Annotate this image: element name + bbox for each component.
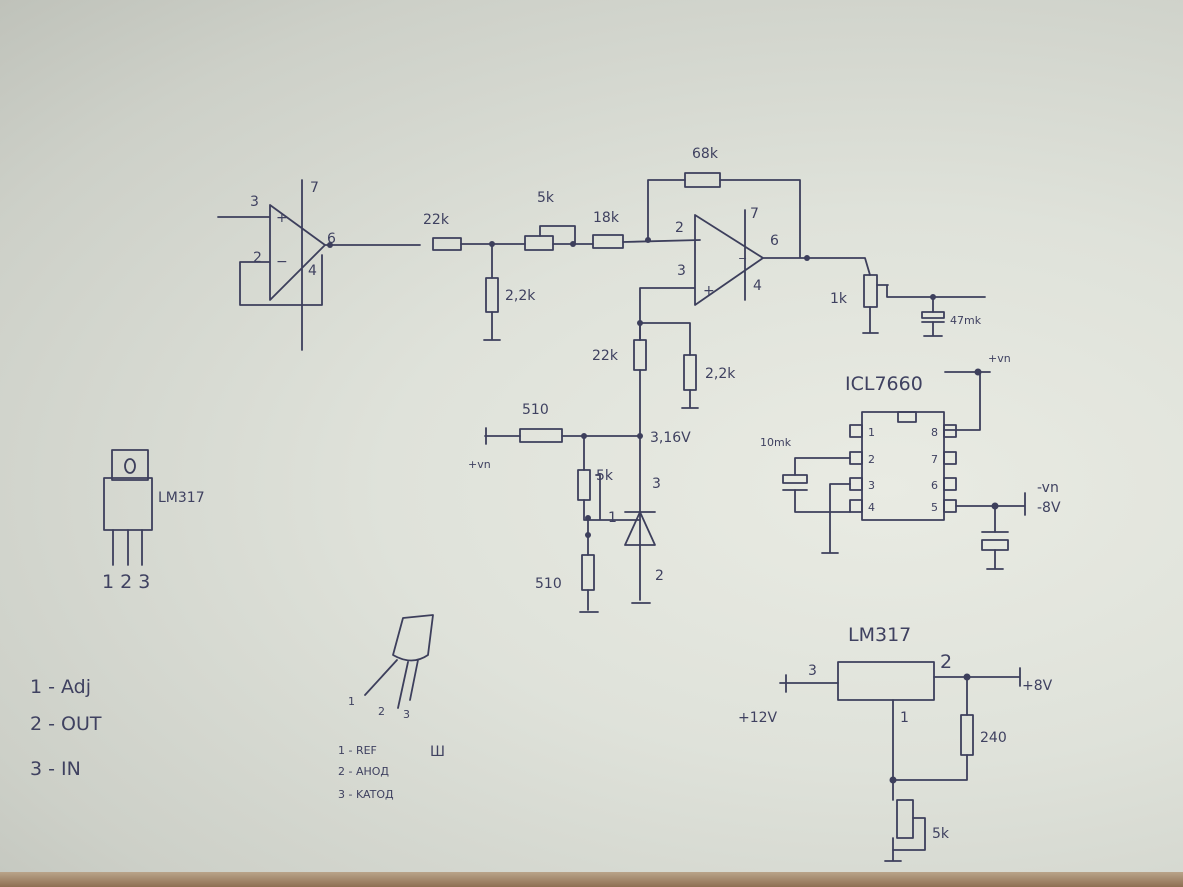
pot-label: 5k (537, 190, 555, 206)
pin-label: 7 (310, 180, 319, 196)
pin-legend: 2 - AHOД (338, 765, 389, 778)
pin-label: 7 (750, 206, 759, 222)
icl7660: ICL7660 +vn 1 2 3 4 8 7 6 5 10mk -vn -8V (760, 352, 1061, 570)
minus-label: − (276, 254, 288, 270)
pot-label: 5k (932, 826, 950, 842)
pin-label: 3 (868, 479, 875, 492)
plus-label: + (276, 210, 288, 226)
pot-label: 5k (596, 468, 614, 484)
resistor-label: 510 (522, 402, 549, 418)
resistor-label: 240 (980, 730, 1007, 746)
pin-legend: 2 - OUT (30, 713, 102, 735)
pin-label: 1 (348, 695, 355, 708)
pin-label: 6 (327, 231, 336, 247)
resistor-label: 68k (692, 146, 719, 162)
tl431-package: 1 2 3 1 - REF 2 - AHOД 3 - KATOД Ш (338, 614, 445, 801)
supply-label: -vn (1037, 480, 1059, 496)
pin-label: 2 (868, 453, 875, 466)
resistor-label: 22k (423, 212, 450, 228)
output-filter: 1k 47mk (830, 274, 986, 337)
opamp-2: 68k 2 3 + 7 6 4 − (639, 146, 871, 341)
pin-legend: 3 - KATOД (338, 788, 394, 801)
pot-label: 1k (830, 291, 848, 307)
pin-label: 1 (900, 710, 909, 726)
ic-title: ICL7660 (845, 373, 923, 395)
resistor-label: 18k (593, 210, 620, 226)
voltage-label: -8V (1037, 500, 1061, 516)
pin-legend: 1 - Adj (30, 676, 91, 698)
pin-label: 1 (608, 510, 617, 526)
pin-label: 2 (940, 651, 952, 673)
voltage-label: +8V (1022, 678, 1053, 694)
pin-label: 5 (931, 501, 938, 514)
pin-legend: 1 - REF (338, 744, 377, 757)
pin-label: 3 (652, 476, 661, 492)
pin-label: 8 (931, 426, 938, 439)
pin-label: 3 (677, 263, 686, 279)
resistor-label: 2,2k (705, 366, 736, 382)
pin-label: 4 (868, 501, 875, 514)
pin-label: 6 (931, 479, 938, 492)
table-edge (0, 872, 1183, 887)
resistor-label: 22k (592, 348, 619, 364)
pin-legend: 3 - IN (30, 758, 81, 780)
resistor-label: 510 (535, 576, 562, 592)
opamp-1: 3 + 2 − 7 6 4 (217, 179, 421, 351)
pin-label: 1 (868, 426, 875, 439)
reference-divider: 22k 2,2k 510 +vn 3,16V 5k 3 1 2 510 (468, 320, 736, 613)
pin-label: 2 (378, 705, 385, 718)
package-title: LM317 (158, 490, 205, 506)
supply-label: +vn (468, 458, 491, 471)
pin-label: 2 (655, 568, 664, 584)
minus-label: − (738, 252, 747, 265)
pin-label: 3 (808, 663, 817, 679)
lm317-package: LM317 1 2 3 1 - Adj 2 - OUT 3 - IN (30, 449, 205, 780)
pin-label: 2 (253, 250, 262, 266)
plus-label: + (703, 283, 715, 299)
pin-label: 7 (931, 453, 938, 466)
pin-label: 2 (675, 220, 684, 236)
voltage-label: +12V (738, 710, 778, 726)
pin-numbers: 1 2 3 (102, 571, 150, 593)
voltage-label: 3,16V (650, 430, 691, 446)
pin-label: 3 (250, 194, 259, 210)
cap-label: 10mk (760, 436, 792, 449)
ic-title: LM317 (848, 624, 911, 646)
pin-label: 4 (308, 263, 317, 279)
cap-label: 47mk (950, 314, 982, 327)
pin-label: 3 (403, 708, 410, 721)
input-resistor-chain: 22k 5k 18k 2,2k (423, 190, 701, 341)
supply-label: +vn (988, 352, 1011, 365)
lm317-regulator: LM317 3 2 1 +12V +8V 240 5k (738, 624, 1053, 862)
pin-label: 6 (770, 233, 779, 249)
mark: Ш (430, 744, 445, 760)
resistor-label: 2,2k (505, 288, 536, 304)
pin-label: 4 (753, 278, 762, 294)
